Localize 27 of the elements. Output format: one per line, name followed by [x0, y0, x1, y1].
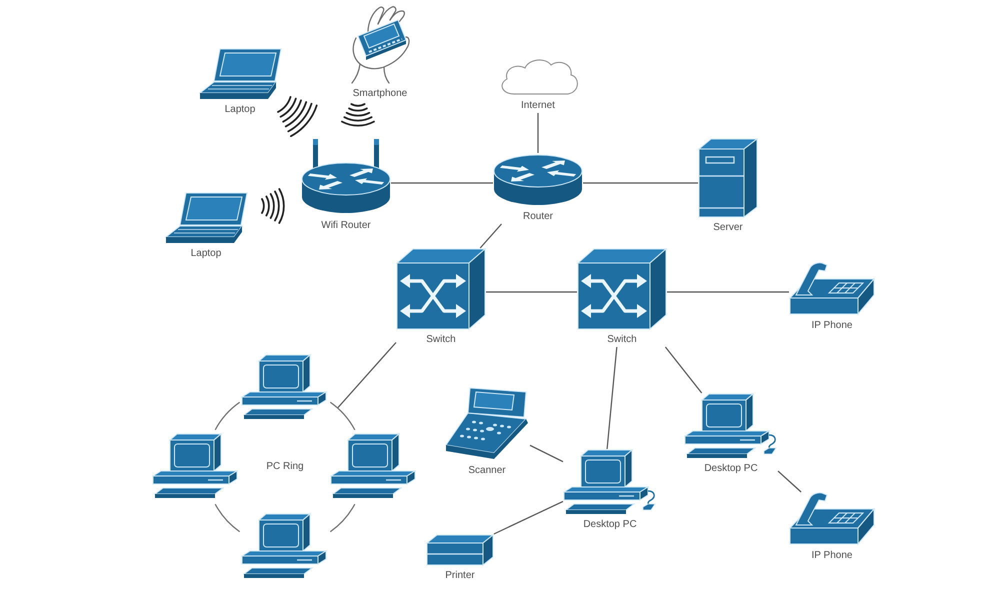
device-label: Scanner [468, 464, 506, 478]
connector-line [667, 291, 789, 293]
device-label: Desktop PC [583, 518, 637, 532]
connector-line [530, 444, 564, 462]
device-label: Desktop PC [704, 462, 758, 476]
connector-line [583, 182, 698, 184]
connector-line [391, 182, 493, 184]
device-label: Switch [607, 333, 637, 347]
device-label: Smartphone [352, 87, 408, 101]
connector-line [337, 342, 396, 408]
connector-line [494, 500, 564, 535]
device-label: Laptop [190, 247, 222, 261]
device-label: Printer [445, 569, 475, 583]
device-label: IP Phone [812, 549, 852, 563]
device-label: Wifi Router [321, 219, 371, 233]
group-label: PC Ring [266, 460, 304, 474]
connector-line [664, 346, 702, 394]
device-label: Switch [426, 333, 456, 347]
connector-line [606, 346, 618, 450]
connector-line [486, 291, 577, 293]
connector-line [778, 470, 802, 492]
device-label: Router [522, 210, 553, 224]
device-label: Internet [521, 99, 555, 113]
device-label: Server [713, 221, 743, 235]
device-label: Laptop [224, 103, 256, 117]
device-label: IP Phone [812, 319, 852, 333]
connector-line [480, 224, 502, 248]
